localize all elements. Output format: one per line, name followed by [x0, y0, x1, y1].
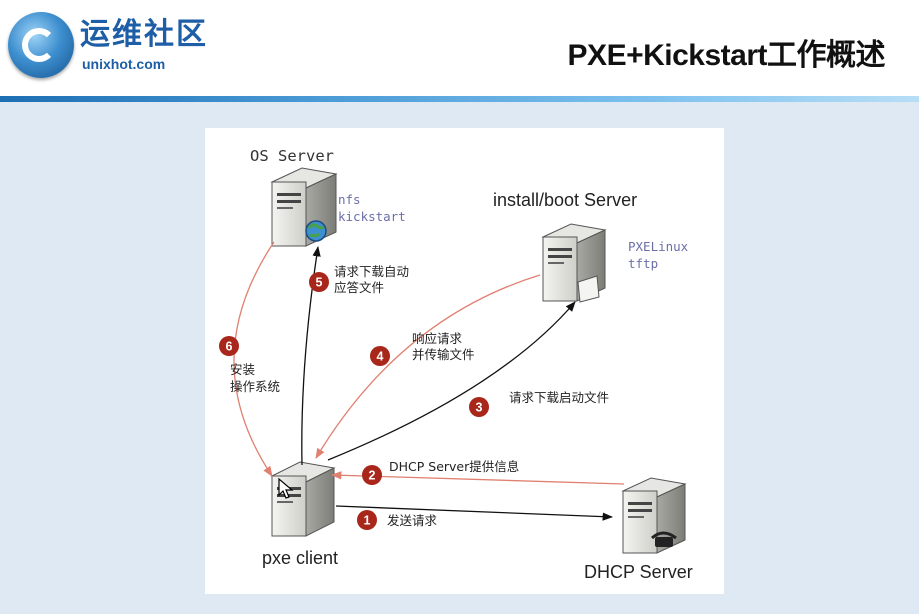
step-1-label: 发送请求	[387, 513, 438, 528]
os-service-kickstart: kickstart	[338, 209, 406, 224]
dhcp-server-icon	[621, 477, 687, 554]
svg-text:1: 1	[364, 514, 371, 528]
svg-text:3: 3	[476, 401, 483, 415]
step-6-label-line-1: 安装	[230, 362, 255, 377]
step-3-badge: 3	[469, 397, 489, 417]
telephone-icon	[650, 531, 677, 547]
logo-chinese-text: 运维社区	[80, 17, 208, 52]
step-5-label-line-2: 应答文件	[334, 280, 384, 295]
step-2-label: DHCP Server提供信息	[389, 459, 519, 474]
step-6-badge: 6	[219, 336, 239, 356]
boot-service-pxelinux: PXELinux	[628, 239, 689, 254]
svg-text:5: 5	[316, 276, 323, 290]
pxe-client-icon	[270, 461, 336, 537]
dhcp-server-label: DHCP Server	[584, 562, 693, 582]
pxe-client-label: pxe client	[262, 548, 338, 568]
os-service-nfs: nfs	[338, 192, 361, 207]
logo-globe-icon	[8, 12, 74, 78]
arrow-step-4	[315, 274, 541, 459]
step-4-label-line-1: 响应请求	[412, 331, 463, 346]
arrow-step-6	[233, 241, 275, 477]
boot-service-tftp: tftp	[628, 256, 658, 271]
header-bar: 运维社区 unixhot.com PXE+Kickstart工作概述	[0, 0, 919, 100]
mouse-cursor-icon	[278, 477, 294, 499]
logo-domain-text: unixhot.com	[82, 56, 166, 72]
header-divider	[0, 96, 919, 102]
boot-server-icon	[541, 223, 607, 303]
os-server-icon	[270, 167, 338, 247]
boot-server-label: install/boot Server	[493, 190, 637, 210]
step-2-badge: 2	[362, 465, 382, 485]
os-server-label: OS Server	[250, 147, 334, 165]
step-4-badge: 4	[370, 346, 390, 366]
step-5-label-line-1: 请求下载自动	[334, 264, 409, 279]
step-3-label: 请求下载启动文件	[509, 390, 609, 405]
svg-text:4: 4	[377, 350, 384, 364]
step-5-badge: 5	[309, 272, 329, 292]
svg-text:2: 2	[369, 469, 376, 483]
arrow-step-1	[335, 505, 614, 521]
svg-text:6: 6	[226, 340, 233, 354]
step-6-label-line-2: 操作系统	[230, 379, 280, 394]
page-title: PXE+Kickstart工作概述	[567, 39, 886, 72]
step-4-label-line-2: 并传输文件	[412, 347, 475, 362]
arrow-step-3	[327, 301, 576, 461]
step-1-badge: 1	[357, 510, 377, 530]
globe-icon	[305, 220, 327, 242]
